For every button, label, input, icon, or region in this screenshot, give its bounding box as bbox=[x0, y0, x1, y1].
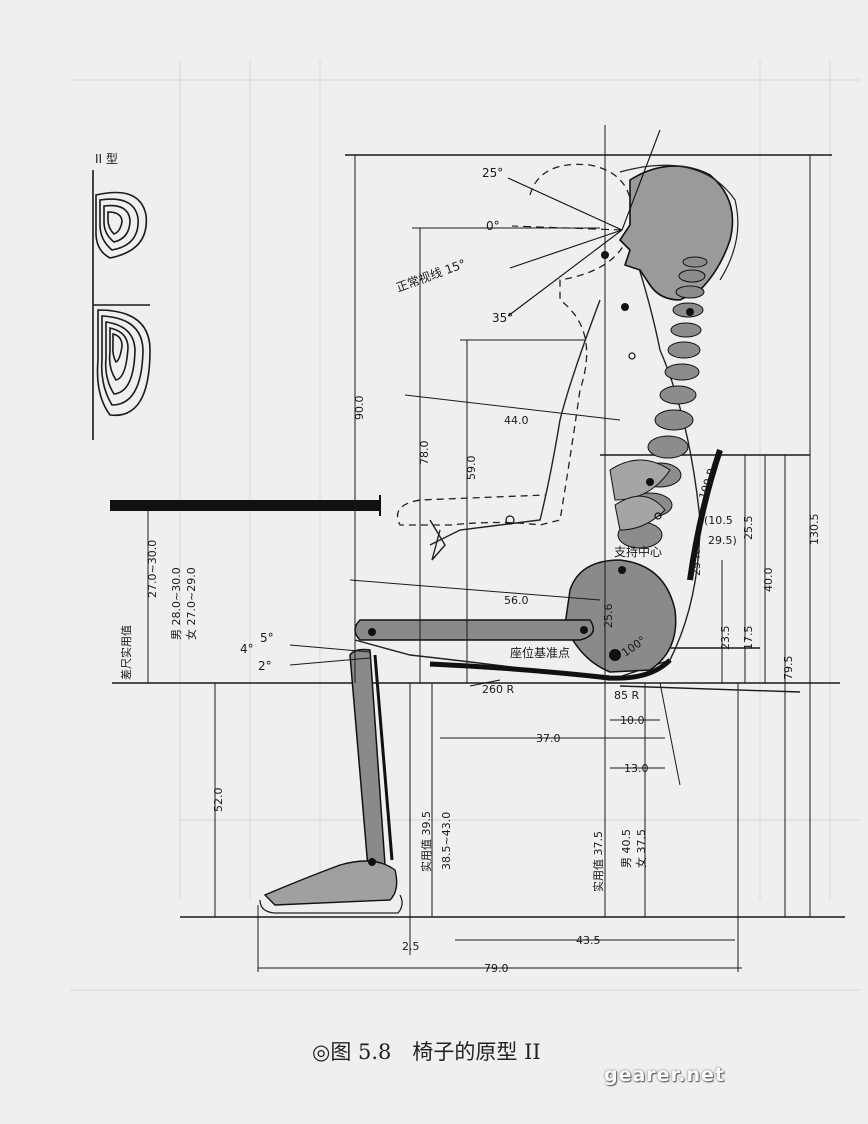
dim-90: 90.0 bbox=[353, 396, 366, 421]
rear-female: 女 37.5 bbox=[634, 829, 648, 868]
skull bbox=[618, 164, 739, 301]
desk-diff-title: 差尺实用值 bbox=[119, 625, 133, 680]
dim-25-6: 25.6 bbox=[602, 604, 615, 629]
femur bbox=[354, 619, 595, 641]
backrest bbox=[687, 449, 723, 581]
dim-44: 44.0 bbox=[504, 414, 529, 427]
joint-markers bbox=[368, 251, 694, 866]
desk-diff-value: 27.0~30.0 bbox=[146, 540, 159, 598]
pelvis bbox=[564, 559, 677, 673]
upright-silhouette bbox=[396, 163, 633, 526]
dim-59: 59.0 bbox=[465, 456, 478, 481]
dimension-lines bbox=[147, 125, 811, 972]
radius-260: 260 R bbox=[482, 683, 514, 696]
dim-13: 13.0 bbox=[624, 762, 649, 775]
dim-2-5: 2.5 bbox=[402, 940, 420, 953]
dim-130-5: 130.5 bbox=[808, 514, 821, 546]
angle-25-label: 25° bbox=[482, 166, 503, 180]
dim-56: 56.0 bbox=[504, 594, 529, 607]
angle-35-label: 35° bbox=[492, 311, 513, 325]
desk-surface bbox=[110, 500, 380, 511]
rear-male: 男 40.5 bbox=[620, 829, 633, 868]
seat-reference-label: 座位基准点 bbox=[510, 645, 570, 660]
ribcage bbox=[609, 459, 671, 531]
seat-pan bbox=[429, 658, 672, 681]
dim-17-5: 17.5 bbox=[742, 626, 755, 651]
inset-label: II 型 bbox=[95, 152, 118, 166]
tibia bbox=[349, 648, 386, 869]
dim-52: 52.0 bbox=[212, 788, 225, 813]
dim-40: 40.0 bbox=[762, 568, 775, 593]
pressure-inset bbox=[92, 170, 151, 440]
dim-25-5: 25.5 bbox=[742, 516, 755, 541]
front-seat-range: 38.5~43.0 bbox=[440, 812, 453, 870]
normal-sight-label: 正常视线 15° bbox=[394, 256, 468, 295]
dim-43-5: 43.5 bbox=[576, 934, 601, 947]
radius-85: 85 R bbox=[614, 689, 639, 702]
front-seat-practical: 实用值 39.5 bbox=[419, 811, 433, 872]
lumbar-a: (10.5 bbox=[704, 514, 733, 527]
dim-79: 79.0 bbox=[484, 962, 509, 975]
dim-79-5: 79.5 bbox=[782, 656, 795, 681]
angle-4-label: 4° bbox=[240, 642, 254, 656]
angle-2-label: 2° bbox=[258, 659, 272, 673]
desk-diff-male: 男 28.0~30.0 bbox=[170, 567, 183, 640]
dim-78: 78.0 bbox=[418, 441, 431, 466]
support-center-label: 支持中心 bbox=[614, 544, 662, 559]
rear-seat-practical: 实用值 37.5 bbox=[591, 831, 605, 892]
foot bbox=[263, 860, 398, 906]
watermark: gearer.net bbox=[604, 1064, 725, 1086]
angle-0-label: 0° bbox=[486, 219, 500, 233]
dim-37: 37.0 bbox=[536, 732, 561, 745]
radius-100: 100 R bbox=[696, 466, 718, 501]
figure-caption: ◎图 5.8 椅子的原型 II bbox=[312, 1040, 541, 1064]
dim-10: 10.0 bbox=[620, 714, 645, 727]
reference-lines bbox=[112, 154, 845, 918]
radius-25: 25 R bbox=[690, 551, 703, 576]
lumbar-b: 29.5) bbox=[708, 534, 737, 547]
desk-diff-female: 女 27.0~29.0 bbox=[184, 567, 198, 640]
dim-23-5: 23.5 bbox=[719, 626, 732, 651]
angle-5-label: 5° bbox=[260, 631, 274, 645]
background-grid bbox=[70, 60, 860, 991]
